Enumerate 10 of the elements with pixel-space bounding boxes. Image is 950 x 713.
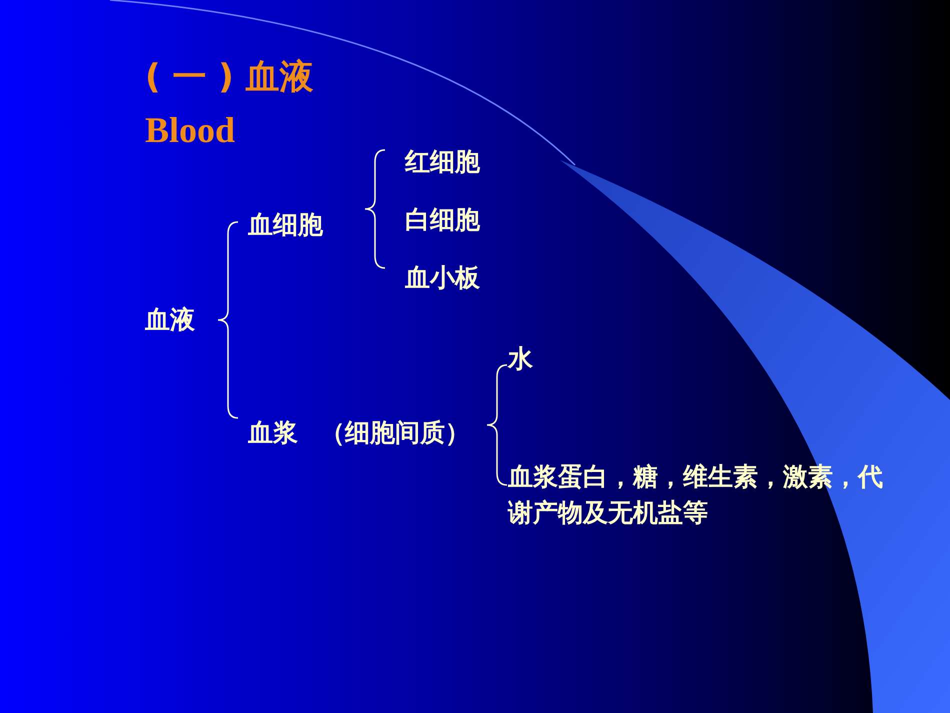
tree-item-text: 水 bbox=[508, 343, 533, 375]
tree-item-text: 血细胞 bbox=[248, 209, 323, 241]
tree-item-text: 血浆 bbox=[248, 417, 298, 449]
tree-item-text: 血液 bbox=[145, 304, 195, 336]
slide-title: ( 一 ) 血液 bbox=[145, 60, 314, 94]
tree-item-text: 白细胞 bbox=[405, 204, 480, 236]
tree-item-text: 红细胞 bbox=[405, 146, 480, 178]
tree-item-text: 血小板 bbox=[405, 262, 480, 294]
english-subtitle: Blood bbox=[145, 112, 236, 148]
tree-item-text: （细胞间质） bbox=[320, 417, 470, 449]
